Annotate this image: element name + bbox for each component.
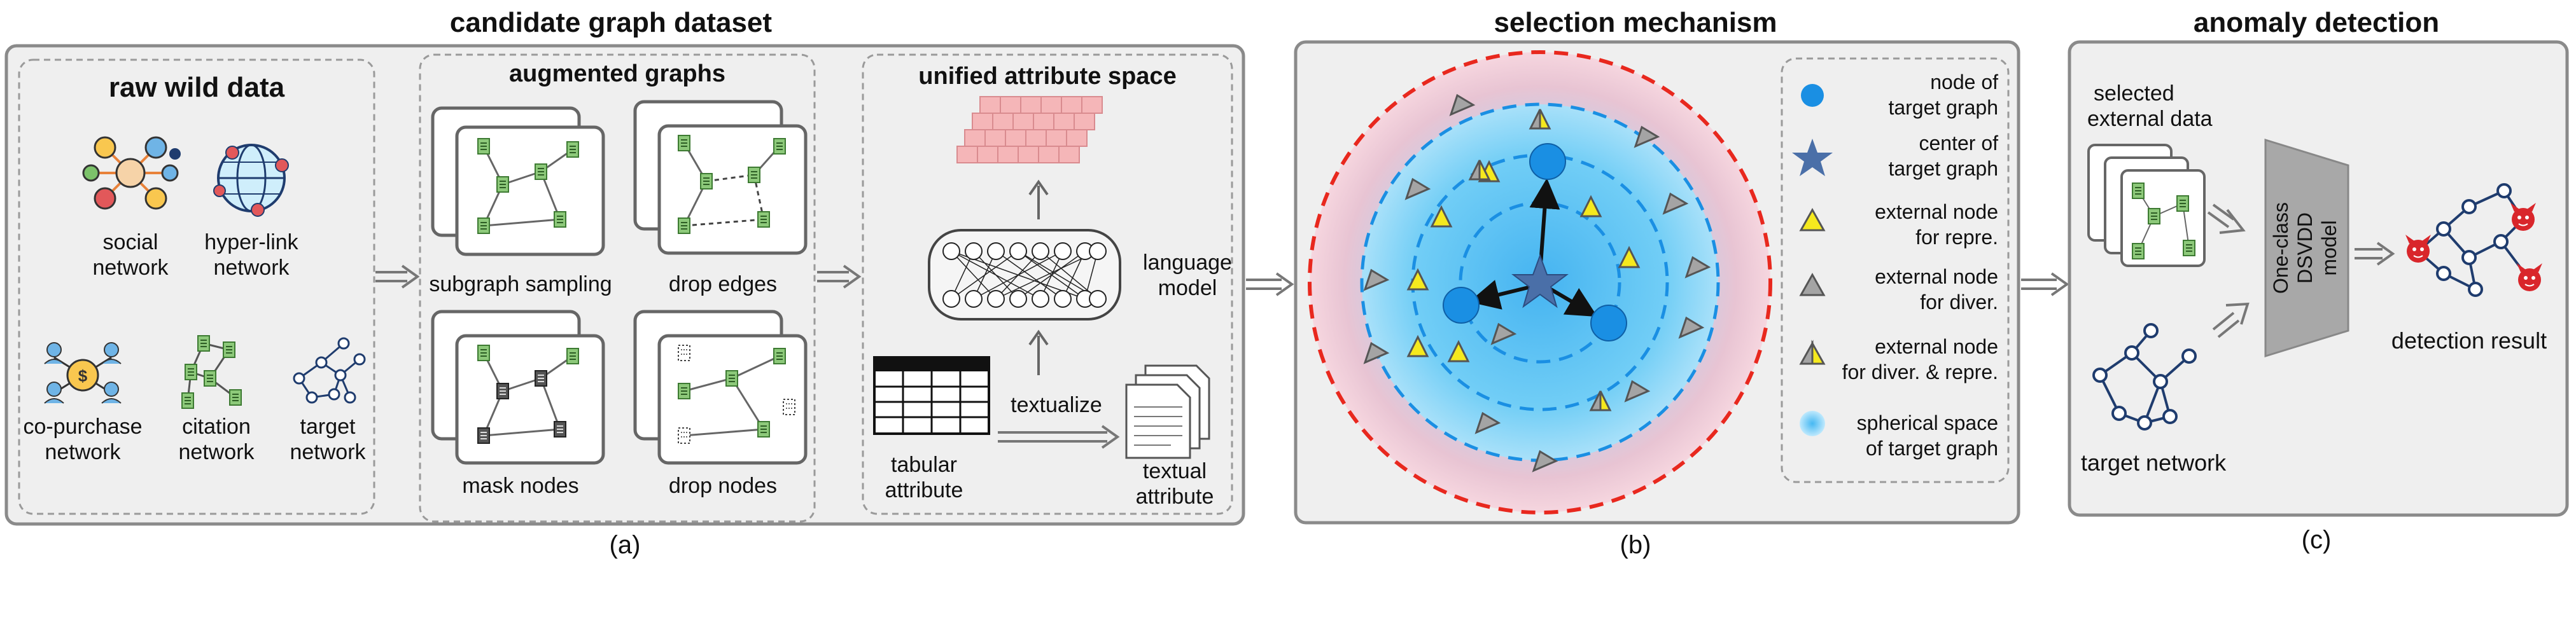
arrow-target-to-model — [2212, 302, 2250, 338]
legend-sphere-label-1: spherical space — [1857, 411, 1998, 434]
target-label-2: network — [290, 440, 366, 464]
subgraph-sampling-label: subgraph sampling — [429, 272, 612, 296]
target-node-3 — [1590, 305, 1627, 341]
arrow-b-to-c — [2021, 272, 2069, 296]
diver-repre-triangles — [1468, 109, 1612, 411]
target-network-label: target network — [2081, 450, 2227, 476]
hyperlink-network-icon — [213, 144, 289, 217]
legend-sphere-label-2: of target graph — [1866, 437, 1998, 460]
citation-label-1: citation — [182, 415, 251, 439]
panel-b-title: selection mechanism — [1494, 7, 1777, 38]
tabular-label-2: attribute — [885, 478, 963, 502]
legend-diver-label-2: for diver. — [1920, 291, 1998, 314]
panel-a-caption: (a) — [610, 531, 641, 559]
legend-star-icon — [1792, 139, 1833, 176]
diver-triangles — [1363, 93, 1711, 472]
target-center-star — [1511, 254, 1569, 308]
target-network-icon — [293, 337, 366, 404]
legend-star-label-1: center of — [1919, 132, 1998, 155]
legend-node-icon — [1801, 84, 1824, 107]
textual-attribute-icon — [1125, 364, 1210, 459]
copurchase-label-2: network — [45, 440, 121, 464]
target-network-graph — [2092, 323, 2197, 431]
legend-diver-repre-label-1: external node — [1875, 335, 1998, 358]
target-node-2 — [1443, 287, 1480, 324]
legend-node-label-1: node of — [1930, 71, 1998, 93]
legend-node-label-2: target graph — [1888, 96, 1998, 119]
unified-title: unified attribute space — [918, 63, 1176, 90]
arrow-up-text-to-lm — [1028, 329, 1049, 375]
drop-nodes-label: drop nodes — [669, 474, 777, 498]
language-model-network — [928, 229, 1121, 320]
embedding-cells — [956, 96, 1103, 163]
social-network-icon — [82, 136, 181, 210]
mask-nodes-label: mask nodes — [462, 474, 578, 498]
model-label-1: One-class — [2269, 202, 2292, 294]
detection-result-graph — [2417, 183, 2531, 297]
language-model-label-2: model — [1158, 276, 1217, 300]
legend-repre-label-1: external node — [1875, 200, 1998, 223]
arrow-selected-to-model — [2207, 203, 2246, 234]
copurchase-network-icon: $ — [44, 342, 122, 404]
selected-label-1: selected — [2094, 81, 2174, 106]
social-label-2: network — [92, 256, 169, 280]
legend-half-triangle-icon — [1799, 340, 1826, 365]
hyperlink-label-1: hyper-link — [204, 230, 298, 254]
selected-label-2: external data — [2087, 107, 2213, 131]
panel-a-title: candidate graph dataset — [450, 7, 772, 38]
target-node-1 — [1529, 143, 1566, 180]
panel-c-caption: (c) — [2302, 526, 2332, 554]
raw-data-title: raw wild data — [109, 72, 285, 103]
textualize-label: textualize — [1011, 393, 1102, 417]
detection-result-label: detection result — [2391, 327, 2547, 354]
legend-star-label-2: target graph — [1888, 157, 1998, 180]
legend-yellow-triangle-icon — [1799, 207, 1826, 231]
language-model-label-1: language — [1143, 251, 1232, 275]
arrow-model-to-result — [2355, 242, 2395, 266]
citation-label-2: network — [178, 440, 255, 464]
model-label-3: model — [2318, 220, 2341, 275]
unified-box — [862, 53, 1233, 515]
panel-b-caption: (b) — [1620, 531, 1651, 559]
raw-data-box — [18, 59, 375, 515]
panel-c-title: anomaly detection — [2194, 7, 2439, 38]
drop-edges-graphs — [633, 100, 808, 255]
augmented-title: augmented graphs — [509, 60, 725, 87]
legend-diver-repre-label-2: for diver. & repre. — [1842, 361, 1998, 383]
target-label-1: target — [300, 415, 356, 439]
anomaly-devil-icon — [2405, 203, 2542, 291]
subgraph-sampling-graphs — [431, 106, 605, 256]
legend-box — [1781, 57, 2010, 483]
legend-sphere-icon — [1800, 411, 1825, 436]
drop-nodes-graphs — [633, 310, 808, 465]
svg-text:$: $ — [78, 366, 88, 385]
model-label-2: DSVDD — [2293, 212, 2316, 284]
legend-diver-label-1: external node — [1875, 265, 1998, 288]
legend-gray-triangle-icon — [1799, 272, 1826, 296]
textual-label-1: textual — [1143, 459, 1207, 483]
dsvdd-model-label: One-class DSVDD model — [2269, 202, 2341, 294]
arrow-aug-to-unified — [817, 265, 862, 289]
augmented-box — [419, 53, 816, 523]
drop-edges-label: drop edges — [669, 272, 777, 296]
arrow-raw-to-aug — [375, 265, 420, 289]
mask-nodes-graphs — [431, 310, 605, 465]
selected-external-graphs — [2087, 144, 2206, 267]
tabular-label-1: tabular — [891, 453, 957, 477]
dsvdd-model — [2264, 138, 2349, 358]
social-label-1: social — [103, 230, 158, 254]
hyperlink-label-2: network — [213, 256, 290, 280]
legend: node of target graph center of target gr… — [1792, 71, 1998, 460]
tabular-attribute-icon — [873, 356, 990, 435]
legend-repre-label-2: for repre. — [1915, 226, 1998, 249]
copurchase-label-1: co-purchase — [23, 415, 142, 439]
textual-label-2: attribute — [1136, 485, 1214, 509]
citation-network-icon — [181, 335, 242, 409]
arrow-a-to-b — [1246, 272, 1294, 296]
arrow-up-lm-to-cells — [1028, 179, 1049, 219]
arrow-textualize — [998, 425, 1120, 449]
